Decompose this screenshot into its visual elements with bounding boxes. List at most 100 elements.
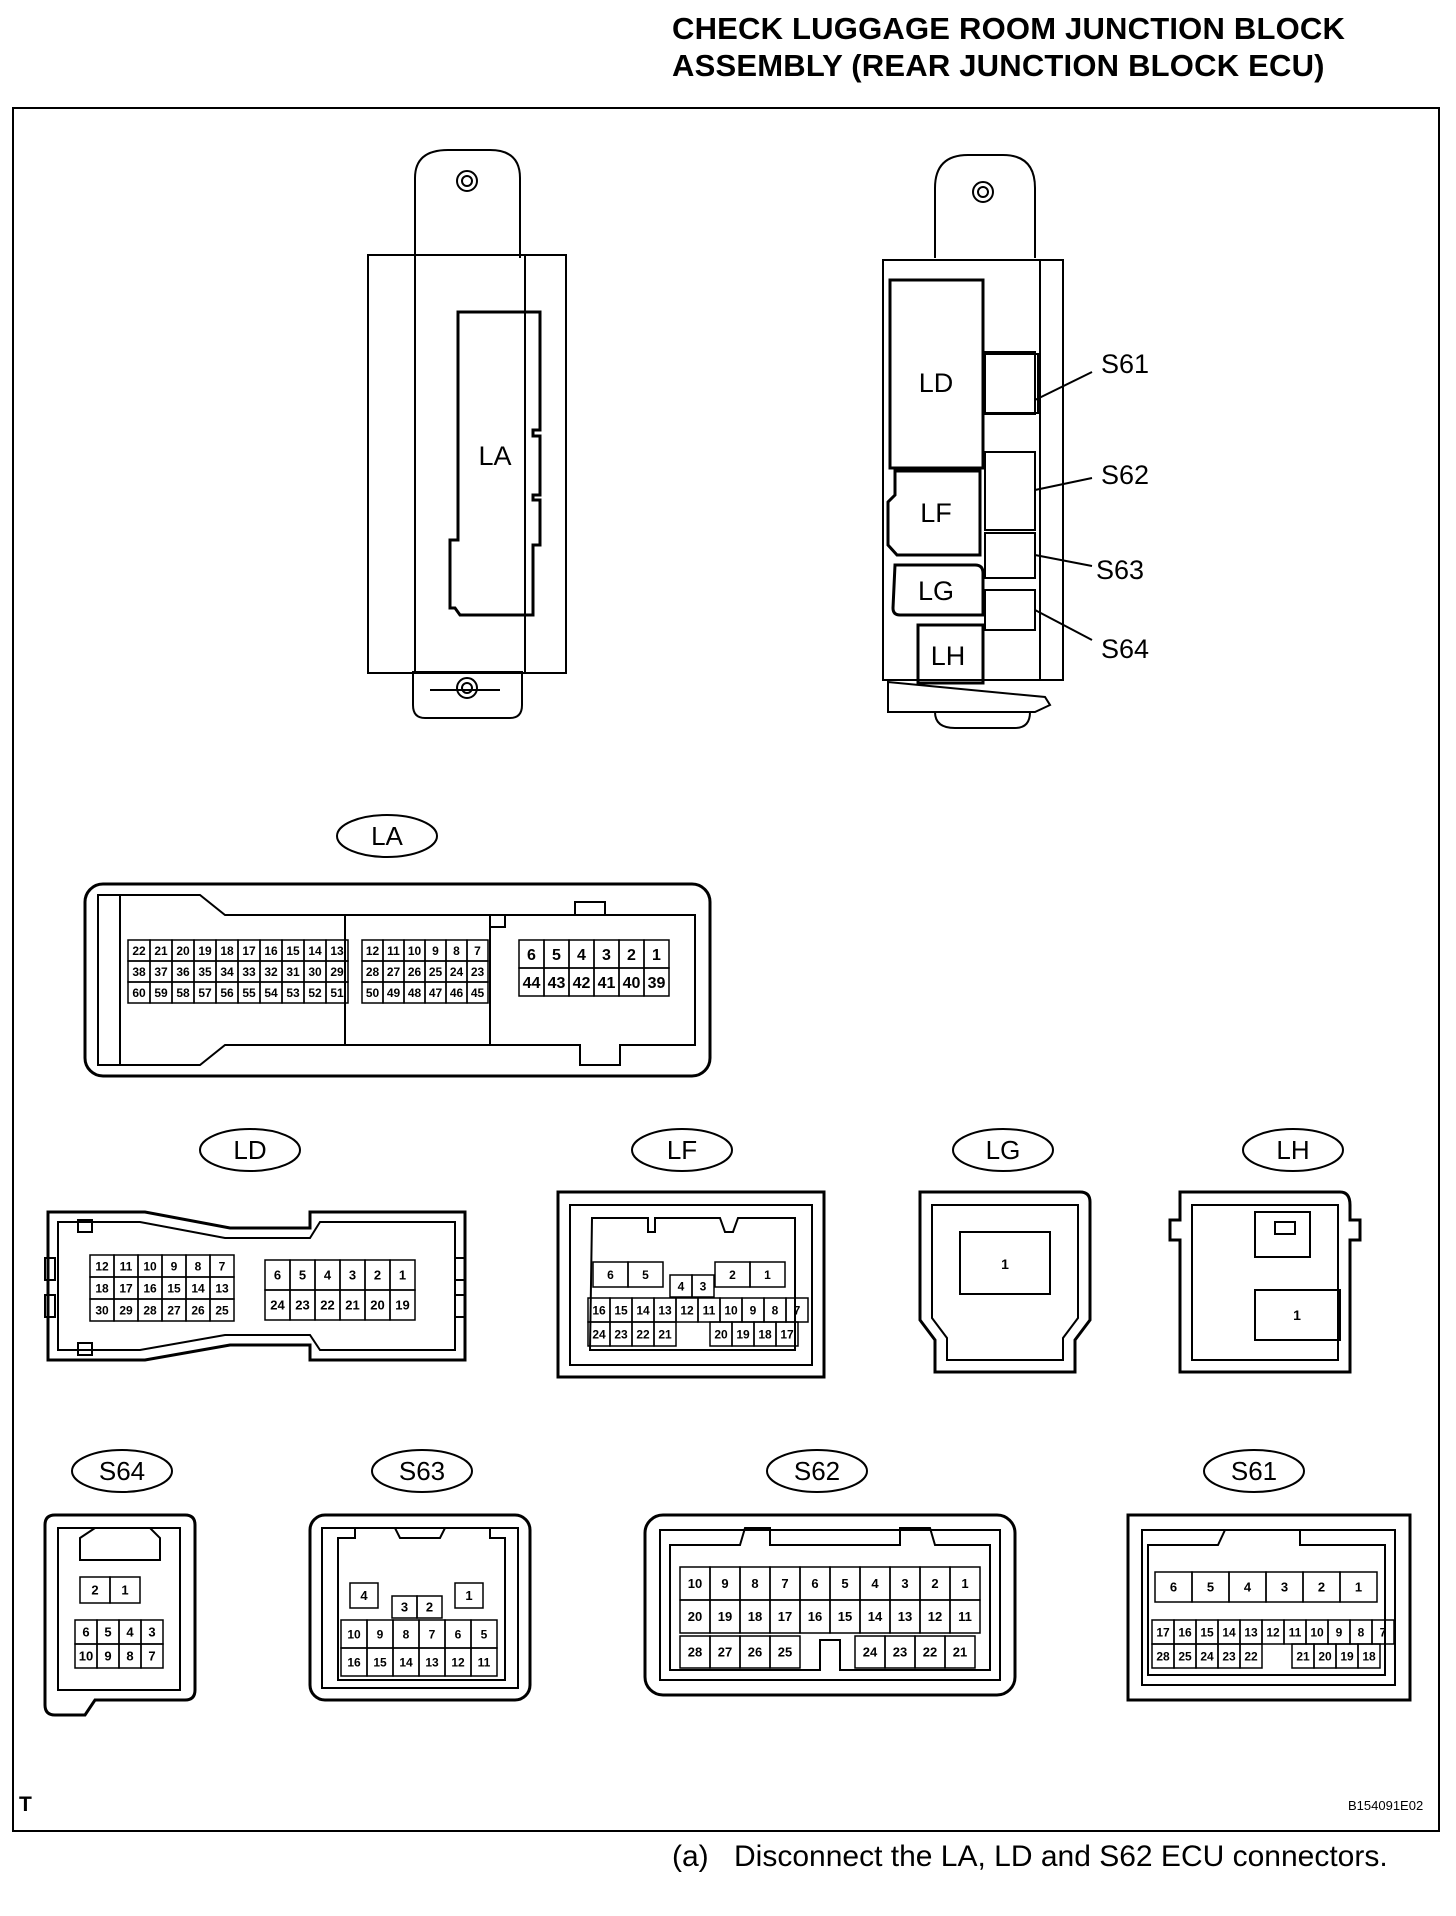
svg-text:24: 24 (450, 965, 464, 979)
lf-pin-12: 12 (675, 1297, 699, 1323)
s62-pin-15: 15 (829, 1599, 861, 1634)
s63-pin-14: 14 (392, 1647, 420, 1677)
svg-text:41: 41 (598, 975, 616, 992)
callout-s62: S62 (1101, 460, 1149, 490)
svg-text:21: 21 (953, 1645, 967, 1660)
la-pin-3: 3 (593, 939, 620, 969)
svg-text:20: 20 (714, 1327, 728, 1341)
step-instruction: (a)Disconnect the LA, LD and S62 ECU con… (672, 1840, 1388, 1874)
svg-text:3: 3 (148, 1625, 155, 1640)
svg-text:15: 15 (373, 1655, 387, 1669)
svg-text:46: 46 (450, 986, 464, 1000)
svg-text:2: 2 (1318, 1580, 1325, 1595)
s61-pin-20: 20 (1313, 1643, 1337, 1669)
svg-text:23: 23 (295, 1298, 309, 1313)
la-pin-19: 19 (193, 939, 217, 962)
svg-text:21: 21 (154, 944, 168, 958)
svg-text:19: 19 (718, 1609, 732, 1624)
svg-text:19: 19 (1340, 1649, 1354, 1663)
connector-label-la: LA (336, 814, 438, 858)
svg-text:51: 51 (330, 986, 344, 1000)
svg-text:8: 8 (751, 1576, 758, 1591)
svg-text:28: 28 (143, 1303, 157, 1317)
ld-pin-28: 28 (137, 1298, 163, 1322)
svg-text:9: 9 (721, 1576, 728, 1591)
svg-text:5: 5 (1207, 1580, 1214, 1595)
ld-pin-5: 5 (289, 1259, 316, 1291)
connector-lf-housing (556, 1190, 826, 1379)
s61-pin-21: 21 (1291, 1643, 1315, 1669)
svg-text:11: 11 (478, 1655, 491, 1669)
svg-text:2: 2 (931, 1576, 938, 1591)
la-pin-34: 34 (215, 960, 239, 983)
s61-pin-5: 5 (1191, 1571, 1230, 1603)
svg-text:12: 12 (680, 1303, 694, 1317)
svg-text:18: 18 (748, 1609, 762, 1624)
svg-text:53: 53 (286, 986, 300, 1000)
ld-pin-12: 12 (89, 1254, 115, 1278)
s64-pin-4: 4 (118, 1619, 142, 1645)
svg-text:18: 18 (1362, 1649, 1376, 1663)
lf-pin-6: 6 (592, 1261, 629, 1288)
svg-text:4: 4 (126, 1625, 134, 1640)
la-pin-49: 49 (382, 981, 405, 1004)
svg-text:14: 14 (868, 1609, 883, 1624)
svg-text:19: 19 (395, 1298, 409, 1313)
svg-text:24: 24 (1200, 1649, 1214, 1663)
s64-pin-9: 9 (96, 1643, 120, 1669)
connector-label-s62: S62 (766, 1449, 868, 1493)
ld-pin-11: 11 (113, 1254, 139, 1278)
svg-text:23: 23 (893, 1645, 907, 1660)
svg-text:6: 6 (527, 947, 536, 964)
ld-pin-19: 19 (389, 1289, 416, 1321)
svg-text:13: 13 (658, 1303, 672, 1317)
s61-pin-4: 4 (1228, 1571, 1267, 1603)
lf-pin-9: 9 (741, 1297, 765, 1323)
la-pin-5: 5 (543, 939, 570, 969)
svg-text:9: 9 (104, 1649, 111, 1664)
ld-pin-26: 26 (185, 1298, 211, 1322)
s64-pin-10: 10 (74, 1643, 98, 1669)
s62-pin-5: 5 (829, 1566, 861, 1601)
s61-pin-23: 23 (1217, 1643, 1241, 1669)
ld-pin-3: 3 (339, 1259, 366, 1291)
svg-text:4: 4 (324, 1268, 332, 1283)
svg-text:20: 20 (370, 1298, 384, 1313)
lf-pin-5: 5 (627, 1261, 664, 1288)
svg-text:40: 40 (623, 975, 641, 992)
svg-text:10: 10 (408, 944, 422, 958)
ld-pin-21: 21 (339, 1289, 366, 1321)
la-pin-46: 46 (445, 981, 468, 1004)
svg-text:34: 34 (220, 965, 234, 979)
la-pin-17: 17 (237, 939, 261, 962)
svg-text:15: 15 (1200, 1625, 1214, 1639)
ld-pin-30: 30 (89, 1298, 115, 1322)
s63-pin-15: 15 (366, 1647, 394, 1677)
lf-pin-7: 7 (785, 1297, 809, 1323)
s62-pin-25: 25 (769, 1635, 801, 1669)
connector-s62-housing (643, 1513, 1017, 1697)
connector-label-s63: S63 (371, 1449, 473, 1493)
connector-label-lf: LF (631, 1128, 733, 1172)
s62-pin-6: 6 (799, 1566, 831, 1601)
la-pin-39: 39 (643, 967, 670, 997)
svg-text:4: 4 (1244, 1580, 1252, 1595)
svg-text:13: 13 (330, 944, 344, 958)
svg-text:24: 24 (270, 1298, 285, 1313)
lf-pin-4: 4 (669, 1274, 693, 1298)
svg-text:9: 9 (750, 1303, 757, 1317)
la-pin-55: 55 (237, 981, 261, 1004)
svg-text:6: 6 (607, 1268, 614, 1282)
svg-text:1: 1 (399, 1268, 406, 1283)
svg-text:3: 3 (901, 1576, 908, 1591)
s62-pin-8: 8 (739, 1566, 771, 1601)
s61-pin-15: 15 (1195, 1619, 1219, 1645)
svg-text:32: 32 (264, 965, 278, 979)
svg-text:30: 30 (308, 965, 322, 979)
svg-text:6: 6 (811, 1576, 818, 1591)
lf-pin-23: 23 (609, 1321, 633, 1347)
svg-text:LH: LH (1276, 1135, 1309, 1165)
svg-text:57: 57 (198, 986, 212, 1000)
ld-pin-9: 9 (161, 1254, 187, 1278)
svg-text:19: 19 (198, 944, 212, 958)
